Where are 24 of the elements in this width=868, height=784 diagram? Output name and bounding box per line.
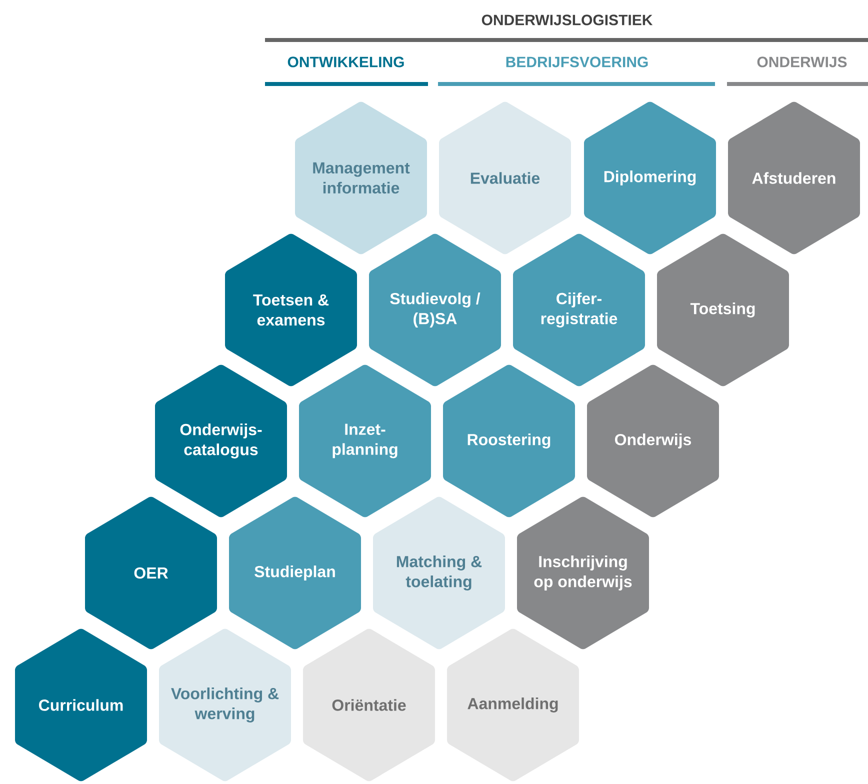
hexagon: Toetsen & examens [225,234,357,386]
column-heading: ONTWIKKELING [265,56,428,86]
hexagon: Roostering [443,364,575,518]
hexagon: Inschrijving op onderwijs [517,496,649,650]
hexagon: Cijfer-registratie [513,234,645,386]
hexagon: Voorlichting & werving [159,628,291,782]
column-heading: BEDRIJFSVOERING [438,56,715,86]
hexagon: Curriculum [15,628,147,782]
hexagon: Aanmelding [447,628,579,782]
hexagon: Management informatie [295,102,427,254]
hexagon: Studieplan [229,496,361,650]
hexagon: Oriëntatie [303,628,435,782]
title: ONDERWIJSLOGISTIEK [482,14,653,26]
column-heading: ONDERWIJS [727,56,868,86]
hexagon: Onderwijs [587,364,719,518]
hexagon: Inzet-planning [299,364,431,518]
hexagon: Evaluatie [439,102,571,254]
hexagon: Studievolg / (B)SA [369,234,501,386]
hexagon: Afstuderen [728,102,860,254]
hexagon: Onderwijs-catalogus [155,364,287,518]
hexagon: OER [85,496,217,650]
hexagon: Toetsing [657,234,789,386]
hexagon: Matching & toelating [373,496,505,650]
hexagon: Diplomering [584,102,716,254]
